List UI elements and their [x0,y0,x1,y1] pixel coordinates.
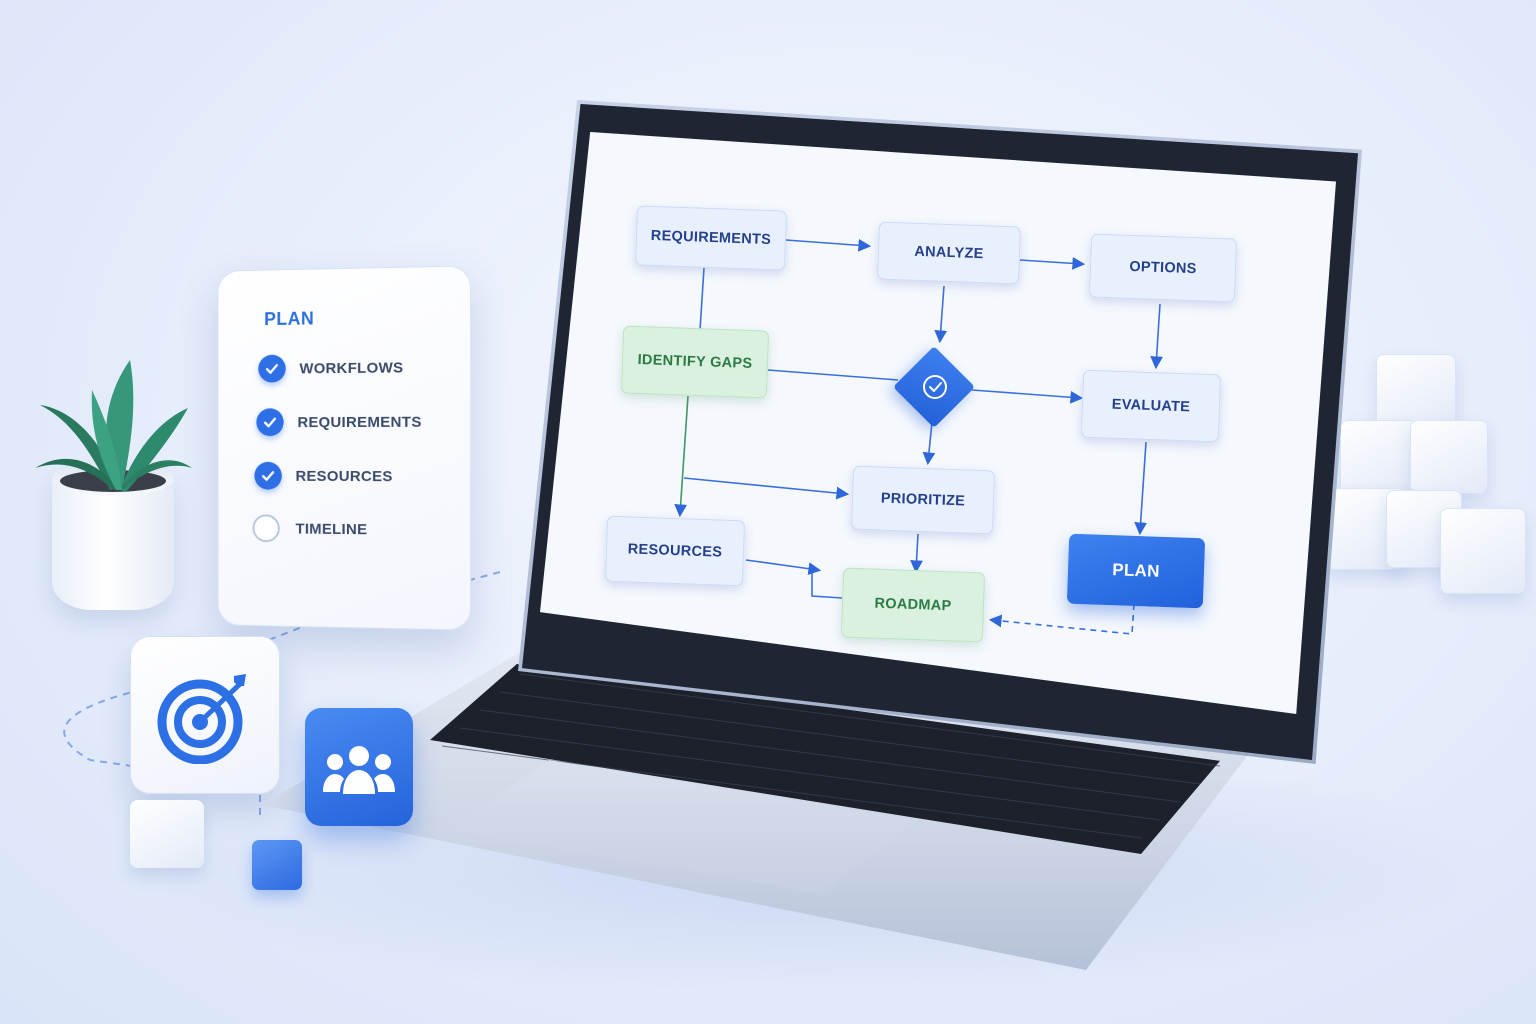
team-tile [305,708,413,826]
target-icon [157,674,246,764]
stacked-cube [1340,420,1418,494]
decorative-cube-blue [252,840,302,890]
stacked-cube [1376,354,1456,428]
flow-node-prioritize[interactable]: PRIORITIZE [850,465,996,535]
check-icon [923,375,947,399]
flow-node-options[interactable]: OPTIONS [1088,233,1238,303]
plant-icon [35,360,192,492]
flow-node-roadmap[interactable]: ROADMAP [840,567,986,643]
flow-node-resources[interactable]: RESOURCES [604,515,746,587]
flow-node-identify-gaps[interactable]: IDENTIFY GAPS [620,325,770,399]
flow-node-evaluate[interactable]: EVALUATE [1080,369,1222,443]
flow-node-requirements[interactable]: REQUIREMENTS [634,205,788,271]
flow-node-plan[interactable]: PLAN [1066,533,1206,609]
target-tile [130,636,280,794]
keyboard-keys [441,673,1220,839]
decorative-cube [130,800,204,868]
team-icon [323,746,395,794]
flow-node-analyze[interactable]: ANALYZE [877,221,1021,285]
stacked-cube [1410,420,1488,494]
stacked-cube [1440,508,1526,594]
